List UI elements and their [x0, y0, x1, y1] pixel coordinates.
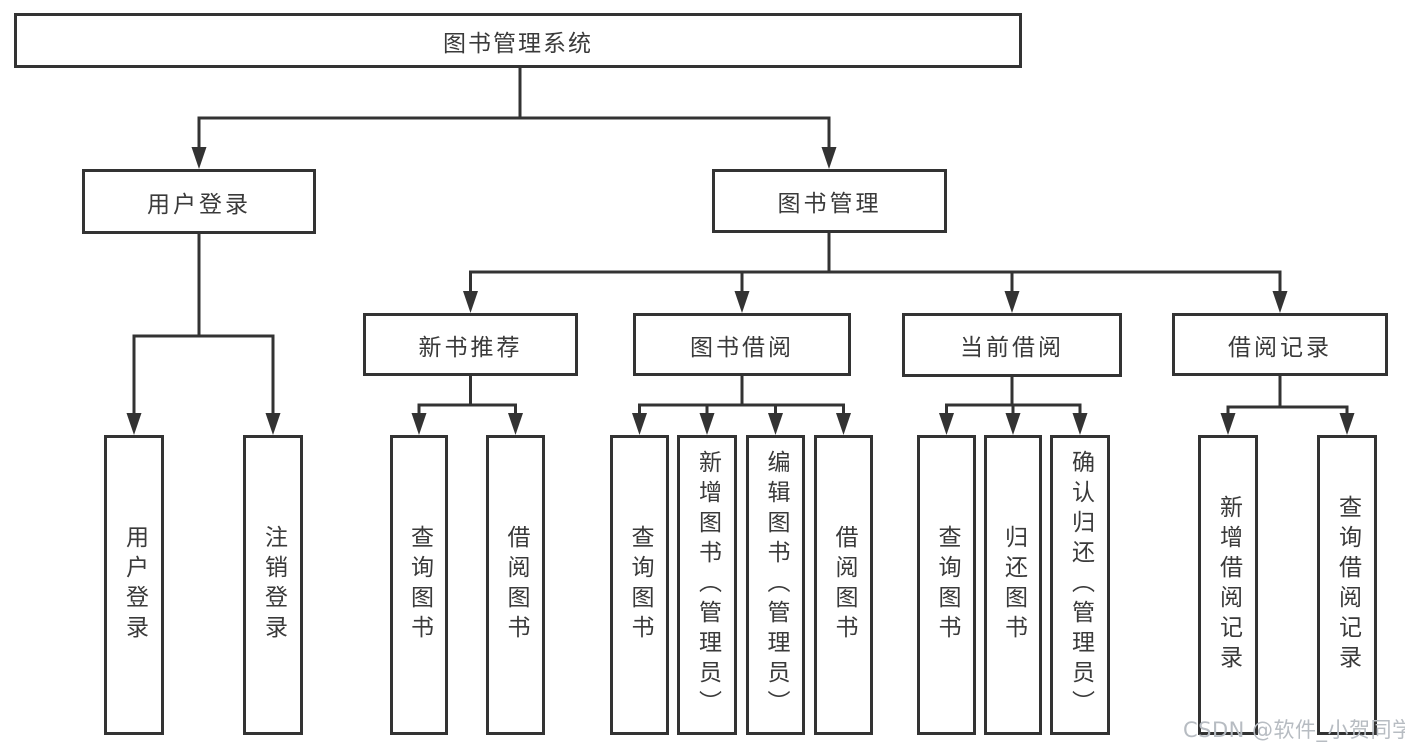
- leaf-label: 用户登录: [121, 525, 148, 645]
- leaf-label: 注销登录: [260, 525, 287, 645]
- leaf-label: 查询借阅记录: [1334, 495, 1361, 675]
- node-borrow-record: 借阅记录: [1172, 313, 1388, 376]
- leaf-label: 查询图书: [406, 525, 433, 645]
- watermark: CSDN @软件_小贺同学: [1183, 718, 1405, 742]
- leaf-confirm-return-admin: 确认归还（管理员）: [1050, 435, 1110, 735]
- node-library-management-system: 图书管理系统: [14, 13, 1022, 68]
- node-user-login: 用户登录: [82, 169, 316, 234]
- leaf-label: 新增图书（管理员）: [694, 450, 721, 720]
- leaf-label: 新增借阅记录: [1215, 495, 1242, 675]
- leaf-label: 查询图书: [627, 525, 653, 645]
- leaf-label: 查询图书: [934, 525, 960, 645]
- leaf-logout: 注销登录: [243, 435, 303, 735]
- leaf-edit-book-admin: 编辑图书（管理员）: [746, 435, 805, 735]
- leaf-user-login: 用户登录: [104, 435, 164, 735]
- leaf-borrow-book-recommend: 借阅图书: [486, 435, 545, 735]
- leaf-borrow-book: 借阅图书: [814, 435, 873, 735]
- leaf-query-book-borrow: 查询图书: [610, 435, 669, 735]
- leaf-add-book-admin: 新增图书（管理员）: [677, 435, 737, 735]
- node-new-book-recommend: 新书推荐: [363, 313, 578, 376]
- leaf-label: 编辑图书（管理员）: [763, 450, 789, 720]
- node-book-borrow: 图书借阅: [633, 313, 851, 376]
- leaf-query-book-current: 查询图书: [917, 435, 976, 735]
- leaf-query-borrow-record: 查询借阅记录: [1317, 435, 1377, 735]
- node-book-management: 图书管理: [712, 169, 947, 233]
- leaf-query-book-recommend: 查询图书: [390, 435, 448, 735]
- leaf-add-borrow-record: 新增借阅记录: [1198, 435, 1258, 735]
- leaf-label: 借阅图书: [503, 525, 529, 645]
- leaf-return-book: 归还图书: [984, 435, 1042, 735]
- node-current-borrow: 当前借阅: [902, 313, 1122, 377]
- leaf-label: 归还图书: [1000, 525, 1027, 645]
- leaf-label: 借阅图书: [831, 525, 857, 645]
- leaf-label: 确认归还（管理员）: [1067, 450, 1094, 720]
